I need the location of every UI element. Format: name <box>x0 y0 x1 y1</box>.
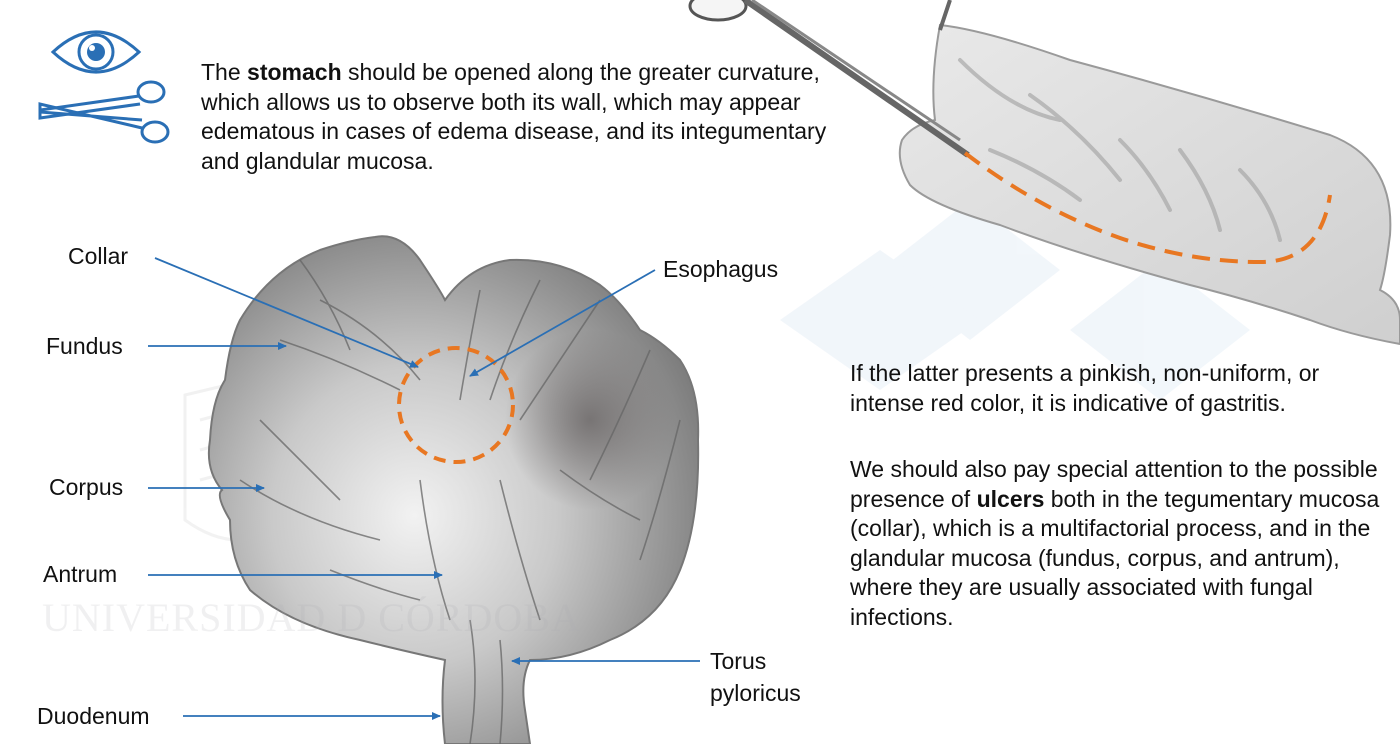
label-duodenum: Duodenum <box>37 703 150 729</box>
collar-pointer <box>154 257 419 368</box>
intro-text: The stomach should be opened along the g… <box>201 58 861 176</box>
label-antrum: Antrum <box>43 561 118 587</box>
cut-line <box>963 151 1332 265</box>
stomach-image <box>207 235 700 744</box>
label-torus: Torus <box>710 648 767 674</box>
eye-icon <box>50 30 142 74</box>
label-collar: Collar <box>68 243 129 269</box>
label-fundus: Fundus <box>46 333 123 359</box>
scissors-illustration <box>688 0 970 158</box>
gastritis-paragraph: If the latter presents a pinkish, non-un… <box>850 360 1320 416</box>
watermark-logo <box>780 200 1250 400</box>
opened-stomach-image <box>898 23 1400 346</box>
intro-bold-term: stomach <box>247 59 342 85</box>
ulcers-bold-term: ulcers <box>976 485 1045 512</box>
ulcers-text-start: We should also pay special attention to … <box>850 456 1378 512</box>
watermark-text: UNIVERSIDAD D CÓRDOBA <box>42 595 581 640</box>
ulcers-paragraph: We should also pay special attention to … <box>850 455 1395 632</box>
intro-text-start: The <box>201 59 248 85</box>
esophagus-highlight-circle <box>397 346 515 464</box>
ulcers-text-end: both in the tegumentary mucosa (collar),… <box>850 485 1380 630</box>
label-esophagus: Esophagus <box>663 256 779 282</box>
label-corpus: Corpus <box>49 474 124 500</box>
esophagus-pointer <box>469 269 656 377</box>
scissors-icon <box>38 80 170 144</box>
intro-text-end: should be opened along the greater curva… <box>201 59 827 174</box>
pointer-lines <box>148 257 700 720</box>
label-pyloricus: pyloricus <box>710 680 801 706</box>
